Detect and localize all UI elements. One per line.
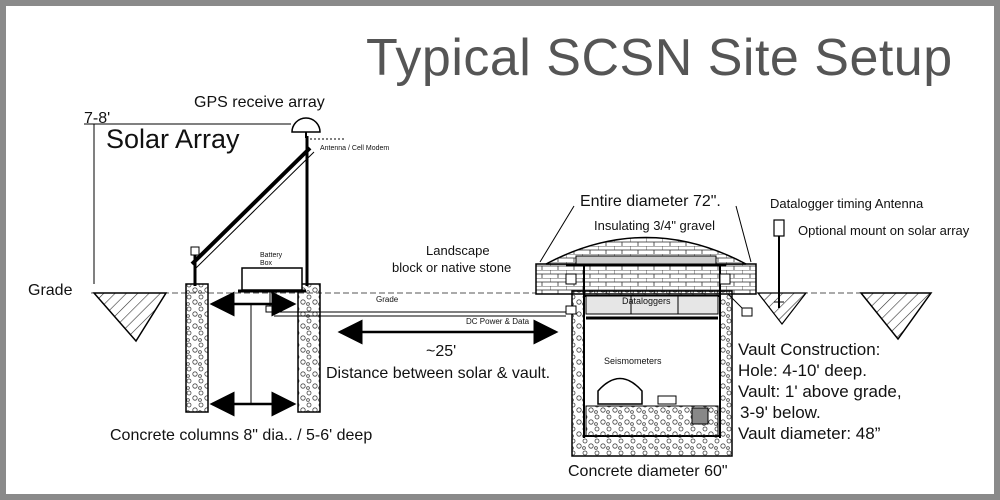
- timing-antenna: [773, 219, 785, 308]
- column-spacing-arrows: [209, 291, 297, 417]
- vault-note-line: Hole: 4-10' deep.: [738, 361, 867, 380]
- entire-diameter-label: Entire diameter 72".: [580, 193, 721, 210]
- vault-note-line: 3-9' below.: [740, 403, 821, 422]
- vault-roof: [545, 236, 747, 267]
- earth-left: [92, 292, 168, 343]
- site-setup-drawing: [84, 117, 933, 457]
- battery-box-label: Battery Box: [260, 252, 283, 267]
- page-title: Typical SCSN Site Setup: [366, 29, 953, 87]
- dataloggers-label: Dataloggers: [622, 296, 671, 306]
- earth-antenna: [756, 292, 808, 325]
- concrete-column-left: [185, 283, 209, 413]
- optional-mount-label: Optional mount on solar array: [798, 223, 970, 238]
- vault-note-line: Vault: 1' above grade,: [738, 382, 902, 401]
- solar-array-label: Solar Array: [106, 124, 240, 154]
- columns-label: Concrete columns 8" dia.. / 5-6' deep: [110, 427, 373, 444]
- landscape-label-2: block or native stone: [392, 260, 512, 275]
- vault-note-line: Vault diameter: 48”: [738, 424, 881, 443]
- gravel-label: Insulating 3/4" gravel: [594, 218, 715, 233]
- vault-note-line: Vault Construction:: [738, 340, 881, 359]
- roof-pointers: [539, 205, 752, 263]
- dc-power-label: DC Power & Data: [466, 317, 530, 326]
- height-dimension: [84, 123, 291, 284]
- gps-label: GPS receive array: [194, 94, 325, 111]
- height-label: 7-8': [84, 110, 111, 127]
- distance-text-label: Distance between solar & vault.: [326, 365, 551, 382]
- vault-connectors: [565, 273, 753, 317]
- grade-small-label: Grade: [376, 295, 399, 304]
- dc-conduit: [274, 311, 566, 317]
- earth-right: [859, 292, 933, 341]
- timing-antenna-label: Datalogger timing Antenna: [770, 196, 924, 211]
- seismometers-label: Seismometers: [604, 356, 662, 366]
- seismometers-equipment: [585, 377, 719, 437]
- gps-dome: [291, 117, 346, 140]
- grade-label: Grade: [28, 282, 73, 299]
- vault-construction-notes: Vault Construction: Hole: 4-10' deep. Va…: [738, 339, 938, 444]
- concrete-column-right: [297, 283, 321, 413]
- solar-poles: [190, 136, 315, 286]
- battery-box: [238, 267, 306, 313]
- antenna-modem-label: Antenna / Cell Modem: [320, 145, 390, 152]
- distance-value-label: ~25': [426, 343, 457, 360]
- landscape-label-1: Landscape: [426, 243, 490, 258]
- datalogger-shelf: [585, 295, 719, 320]
- concrete-diameter-label: Concrete diameter 60": [568, 463, 728, 480]
